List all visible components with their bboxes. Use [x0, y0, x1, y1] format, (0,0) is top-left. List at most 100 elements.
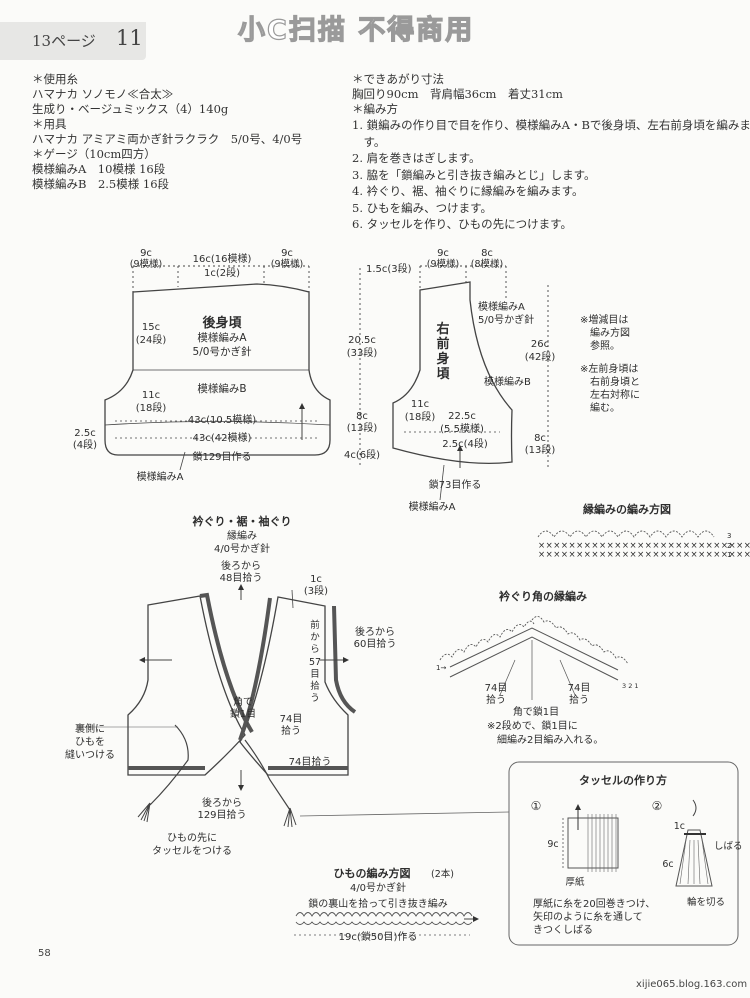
vertical-pick-char: ら	[310, 644, 320, 655]
sew-note: ひもを	[75, 736, 105, 748]
dim-label: 2.5c	[74, 428, 95, 439]
pick-label: 74目拾う	[289, 755, 332, 768]
dim-label: (9模様)	[130, 258, 162, 270]
row-marker: 1→	[436, 664, 446, 672]
dim-label: 43c(10.5模様)	[188, 413, 256, 426]
board-label: 厚紙	[565, 876, 585, 888]
materials-spec: ＊使用糸 ハマナカ ソノモノ≪合太≫ 生成り・ベージュミックス（4）140g ＊…	[32, 72, 342, 192]
dim-label: 11c	[142, 390, 160, 401]
dim-label: 20.5c	[348, 335, 376, 346]
row-number: 1	[727, 551, 731, 559]
vest-edging-diagram	[127, 584, 357, 811]
page-tab: 13ページ 11	[0, 22, 146, 60]
vertical-pick-char: う	[310, 693, 320, 704]
tie-label: しばる	[714, 841, 743, 852]
spec-line: 生成り・ベージュミックス（4）140g	[32, 102, 229, 116]
vertical-pick-char: 目	[310, 669, 320, 680]
spec-line: ハマナカ ソノモノ≪合太≫	[32, 87, 174, 101]
cord-hook: 4/0号かぎ針	[350, 881, 406, 894]
collar-corner-title: 衿ぐり角の縁編み	[499, 589, 587, 603]
size-heading: ＊できあがり寸法	[352, 72, 444, 86]
pick-label: 後ろから	[221, 559, 261, 572]
pick-label: 74目	[280, 714, 303, 725]
method-step: 6. タッセルを作り、ひもの先につけます。	[352, 217, 573, 231]
method-spec: ＊できあがり寸法 胸回り90cm 背肩幅36cm 着丈31cm ＊編み方 1. …	[352, 72, 750, 233]
method-step: 2. 肩を巻きはぎします。	[352, 151, 481, 165]
collar-corner-labels: 衿ぐり角の縁編み 74目 拾う 74目 拾う 角で鎖1目 ※2段めで、鎖1目に …	[436, 589, 639, 746]
right-front-title-char: 身	[436, 351, 449, 367]
dim-label: (3段)	[304, 584, 328, 597]
pattern-label: 模様編みB	[484, 375, 531, 388]
pick-label: 拾う	[569, 693, 589, 706]
note-line: 右前身頃と	[590, 375, 640, 388]
cut-label: 輪を切る	[687, 896, 725, 908]
edging-title: 衿ぐり・裾・袖ぐり	[193, 514, 292, 528]
dim-label: 26c	[531, 339, 549, 350]
sew-note: 縫いつける	[65, 748, 115, 761]
dim-label: (13段)	[347, 421, 378, 434]
cord-diagram: ひもの編み方図 (2本) 4/0号かぎ針 鎖の裏山を拾って引き抜き編み 19c(…	[294, 866, 479, 943]
construction-notes: ※増減目は 編み方図 参照。 ※左前身頃は 右前身頃と 左右対称に 編む。	[580, 313, 640, 414]
right-front-title-char: 前	[436, 336, 449, 352]
corner-label: 角で	[233, 696, 253, 708]
sew-note: 裏側に	[75, 722, 105, 735]
dim-label: 8c	[481, 248, 493, 259]
method-heading: ＊編み方	[352, 102, 398, 116]
tassel-box	[508, 761, 739, 946]
pick-label: 74目	[485, 683, 508, 694]
pick-label: 拾う	[486, 693, 506, 706]
size-line: 胸回り90cm 背肩幅36cm 着丈31cm	[352, 87, 563, 101]
step-marker: ②	[652, 799, 663, 813]
source-site: xijie065.blog.163.com	[636, 979, 748, 990]
pick-label: 129目拾う	[197, 808, 246, 821]
stitch-row: ××××××××××××××××××××××××××××××××	[538, 541, 750, 551]
dim-label: 16c(16模様)	[193, 252, 252, 265]
right-front-labels: 9c (9模様) 8c (8模様) 右 前 身 頃 模様編みA 5/0号かぎ針 …	[405, 248, 556, 513]
corner-label: 角で鎖1目	[513, 705, 559, 718]
dim-label: (5.5模様)	[440, 422, 484, 435]
dim-label: 6c	[662, 859, 673, 870]
dim-label: 11c	[411, 399, 429, 410]
method-step: す。	[352, 134, 386, 149]
note-line: ※増減目は	[580, 313, 628, 326]
dim-label: 43c(42模様)	[193, 431, 252, 444]
right-front-title-char: 頃	[436, 367, 450, 382]
pattern-pointer-label: 模様編みA	[137, 470, 184, 483]
right-front-diagram	[392, 265, 549, 501]
dim-label: 15c	[142, 322, 160, 333]
tassel-note: ひもの先に	[167, 832, 217, 844]
dim-label: 2.5c(4段)	[442, 437, 488, 450]
edging-hook: 4/0号かぎ針	[214, 542, 270, 555]
edging-sub: 縁編み	[227, 529, 257, 542]
note-line: 参照。	[590, 339, 620, 352]
corner-note: ※2段めで、鎖1目に	[487, 719, 578, 732]
tassel-note: タッセルをつける	[152, 845, 232, 857]
vertical-pick-char: 拾	[310, 680, 320, 692]
vest-tassel-icon	[137, 802, 297, 828]
pattern-label: 模様編みA	[478, 300, 525, 313]
back-body-diagram	[104, 265, 361, 471]
pattern-pointer-label: 模様編みA	[409, 500, 456, 513]
vertical-pick-char: 前	[310, 619, 320, 631]
spec-line: 模様編みA 10模様 16段	[32, 162, 166, 176]
note-line: 編む。	[590, 401, 620, 414]
note-line: 編み方図	[590, 326, 630, 339]
back-body-labels: 9c (9模様) 16c(16模様) 9c (9模様) 1c(2段) 後身頃 模…	[73, 248, 412, 483]
pick-label: 60目拾う	[354, 637, 397, 650]
dim-label: 9c	[140, 248, 152, 259]
chain-label: 鎖129目作る	[192, 450, 251, 463]
row-number: 2	[727, 542, 731, 550]
row-number: 3	[727, 532, 731, 540]
tassel-desc: 厚紙に糸を20回巻きつけ、	[533, 897, 655, 910]
dim-label: (9模様)	[427, 258, 459, 270]
dim-label: 8c	[356, 411, 368, 422]
note-line: ※左前身頃は	[580, 362, 638, 375]
cord-title: ひもの編み方図	[334, 866, 411, 880]
dim-label: 8c	[534, 433, 546, 444]
corner-note: 細編み2目編み入れる。	[497, 733, 603, 746]
tassel-diagram: タッセルの作り方 ① ② 9c 厚紙 1c しばる 6c 輪を切る 厚紙に糸を2…	[531, 773, 743, 936]
dim-label: 1c(2段)	[204, 266, 240, 279]
page-label: 13ページ	[32, 32, 96, 50]
dim-label: 4c(6段)	[344, 448, 380, 461]
step-marker: ①	[531, 799, 542, 813]
